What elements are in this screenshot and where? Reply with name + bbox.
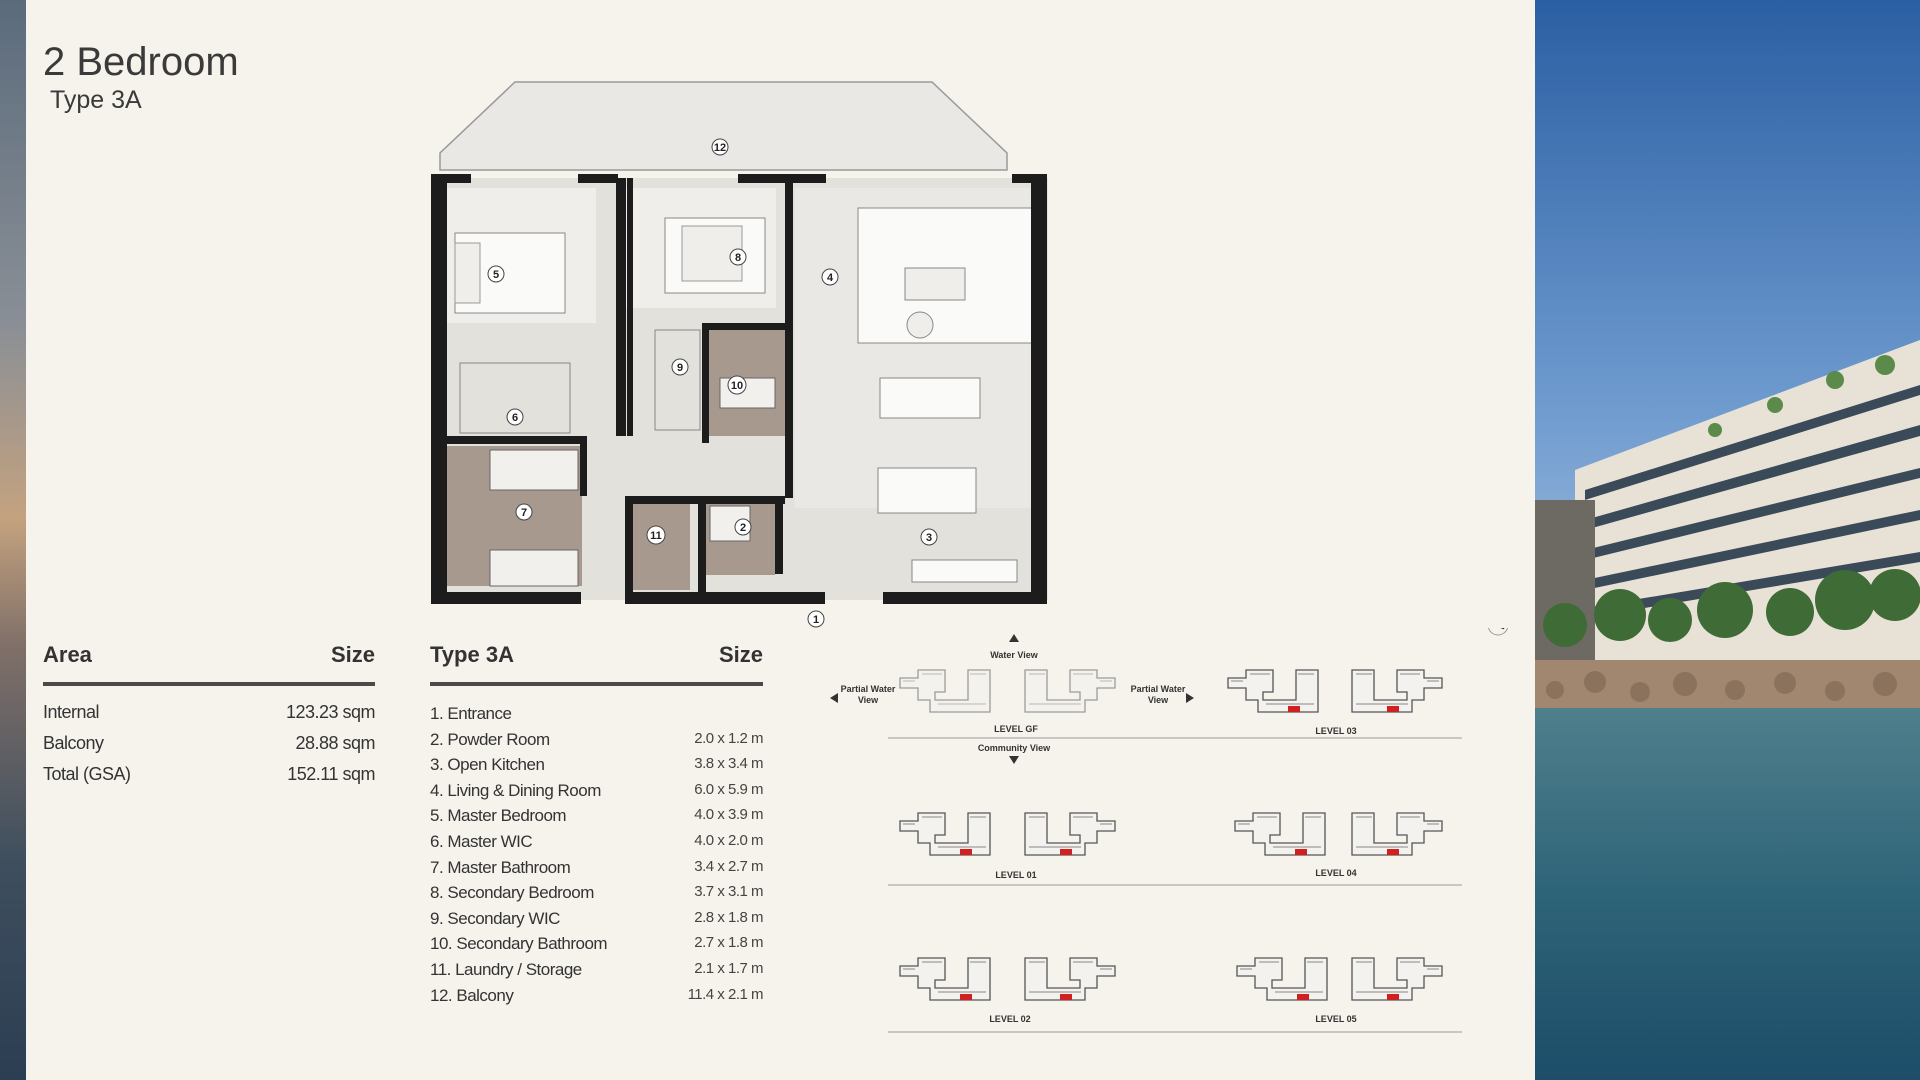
room-marker-12: 12 bbox=[711, 138, 729, 156]
keyplan-level-01: LEVEL 01 bbox=[888, 812, 1462, 886]
keyplan-level-04: LEVEL 04 bbox=[1234, 812, 1443, 878]
room-row: 1. Entrance bbox=[430, 704, 512, 723]
svg-text:8: 8 bbox=[735, 252, 741, 264]
keyplan-level-03: LEVEL 03 bbox=[1227, 669, 1443, 736]
svg-text:LEVEL GF: LEVEL GF bbox=[994, 724, 1038, 734]
area-header-label: Area bbox=[43, 642, 92, 667]
key-plans: N Water View Partial Water View Partial … bbox=[830, 628, 1509, 1033]
north-compass: N bbox=[1487, 628, 1509, 636]
room-marker-6: 6 bbox=[506, 408, 524, 426]
svg-text:5: 5 bbox=[493, 269, 499, 281]
svg-text:LEVEL 02: LEVEL 02 bbox=[989, 1014, 1030, 1024]
svg-text:3: 3 bbox=[926, 532, 932, 544]
svg-text:12: 12 bbox=[714, 142, 726, 154]
svg-text:4: 4 bbox=[827, 272, 834, 284]
room-marker-9: 9 bbox=[671, 358, 689, 376]
svg-text:View: View bbox=[1148, 695, 1169, 705]
room-marker-2: 2 bbox=[734, 518, 752, 536]
svg-text:Partial Water: Partial Water bbox=[1131, 684, 1186, 694]
size-header-label: Size bbox=[718, 642, 763, 667]
svg-text:6: 6 bbox=[512, 412, 518, 424]
area-row: Total (GSA)152.11 sqm bbox=[43, 764, 375, 784]
laundry-storage bbox=[630, 500, 690, 590]
room-marker-7: 7 bbox=[515, 503, 533, 521]
room-marker-11: 11 bbox=[646, 525, 666, 545]
room-marker-5: 5 bbox=[487, 265, 505, 283]
svg-text:Community View: Community View bbox=[978, 743, 1051, 753]
room-marker-1: 1 bbox=[807, 610, 825, 628]
room-marker-10: 10 bbox=[727, 375, 747, 395]
balcony-area bbox=[439, 81, 1008, 171]
svg-text:View: View bbox=[858, 695, 879, 705]
svg-text:LEVEL 01: LEVEL 01 bbox=[995, 870, 1036, 880]
room-marker-3: 3 bbox=[920, 528, 938, 546]
svg-text:7: 7 bbox=[521, 507, 527, 519]
walls bbox=[431, 174, 1047, 604]
keyplan-level-02: LEVEL 02 bbox=[888, 957, 1462, 1033]
floor-plan: 12 5 8 4 9 10 6 7 11 2 3 1 bbox=[431, 81, 1048, 628]
svg-text:Partial Water: Partial Water bbox=[841, 684, 896, 694]
size-header-label: Size bbox=[330, 642, 375, 667]
keyplan-level-gf: Water View Partial Water View Partial Wa… bbox=[830, 634, 1462, 764]
keyplan-level-05: LEVEL 05 bbox=[1236, 957, 1443, 1024]
page-subtitle: Type 3A bbox=[50, 86, 142, 114]
type-header-label: Type 3A bbox=[430, 642, 514, 667]
room-marker-4: 4 bbox=[821, 268, 839, 286]
room-table-header: Type 3A Size bbox=[430, 642, 763, 686]
svg-text:LEVEL 03: LEVEL 03 bbox=[1315, 726, 1356, 736]
room-marker-8: 8 bbox=[729, 248, 747, 266]
page-title: 2 Bedroom bbox=[43, 40, 239, 84]
svg-text:1: 1 bbox=[813, 614, 819, 626]
svg-text:2: 2 bbox=[740, 522, 746, 534]
area-table-header: Area Size bbox=[43, 642, 375, 686]
svg-text:9: 9 bbox=[677, 362, 683, 374]
waterfront-building-photo bbox=[1535, 0, 1920, 1080]
svg-text:LEVEL 05: LEVEL 05 bbox=[1315, 1014, 1356, 1024]
svg-text:11: 11 bbox=[650, 530, 662, 542]
svg-text:10: 10 bbox=[731, 380, 743, 392]
svg-text:Water View: Water View bbox=[990, 650, 1039, 660]
left-photo-strip bbox=[0, 0, 26, 1080]
svg-text:LEVEL 04: LEVEL 04 bbox=[1315, 868, 1356, 878]
